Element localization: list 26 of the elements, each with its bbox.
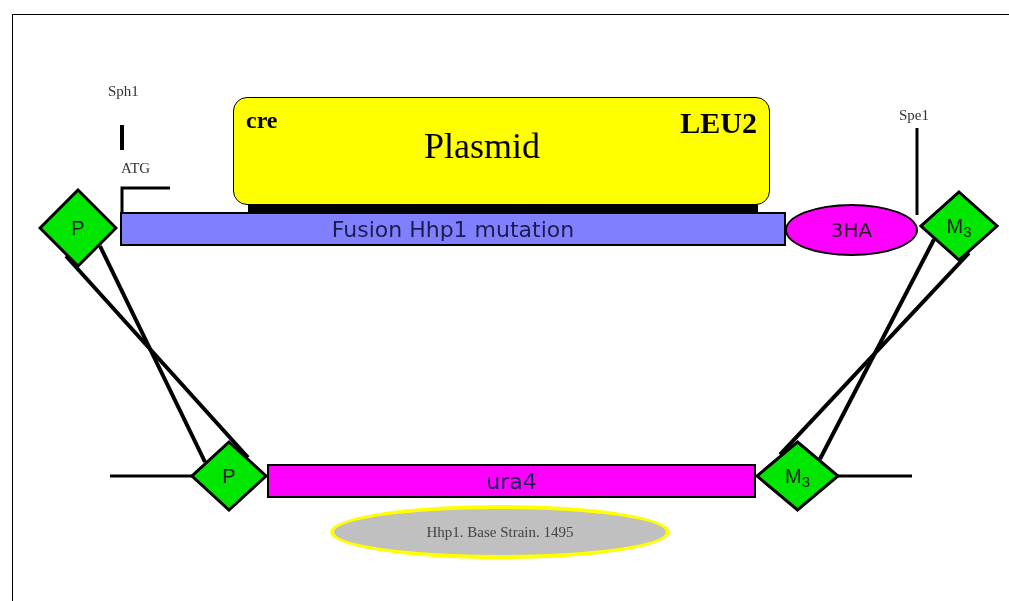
gene-label: LEU2 [680,108,757,138]
gene-bar [267,464,756,498]
ellipse-label: 3HA [830,217,873,244]
marker-label: P [71,216,85,241]
marker-label: P [222,464,236,489]
crossover-line [98,245,207,463]
site-label: Spe1 [899,106,929,125]
marker-label: M$_{3}$ [946,214,972,241]
ellipse-label: Hhp1. Base Strain. 1495 [426,522,574,542]
crossover-line [818,238,936,460]
site-label: Sph1 [108,82,139,101]
crossover-line [778,251,971,456]
diamond-marker [38,188,118,268]
diamond-marker [755,440,840,512]
gene-label: cre [246,108,278,132]
diamond-marker [190,440,268,512]
ellipse [785,204,918,256]
diamond-marker [919,190,999,262]
site-label: ATG [121,159,151,178]
marker-label: M$_{3}$ [785,464,810,491]
plasmid-box [233,97,770,205]
bar-label: ura4 [486,467,537,496]
gene-bar [120,212,786,246]
bar-label: Fusion Hhp1 mutation [331,215,575,244]
crossover-line [64,254,250,459]
plasmid-label: Plasmid [424,128,540,164]
